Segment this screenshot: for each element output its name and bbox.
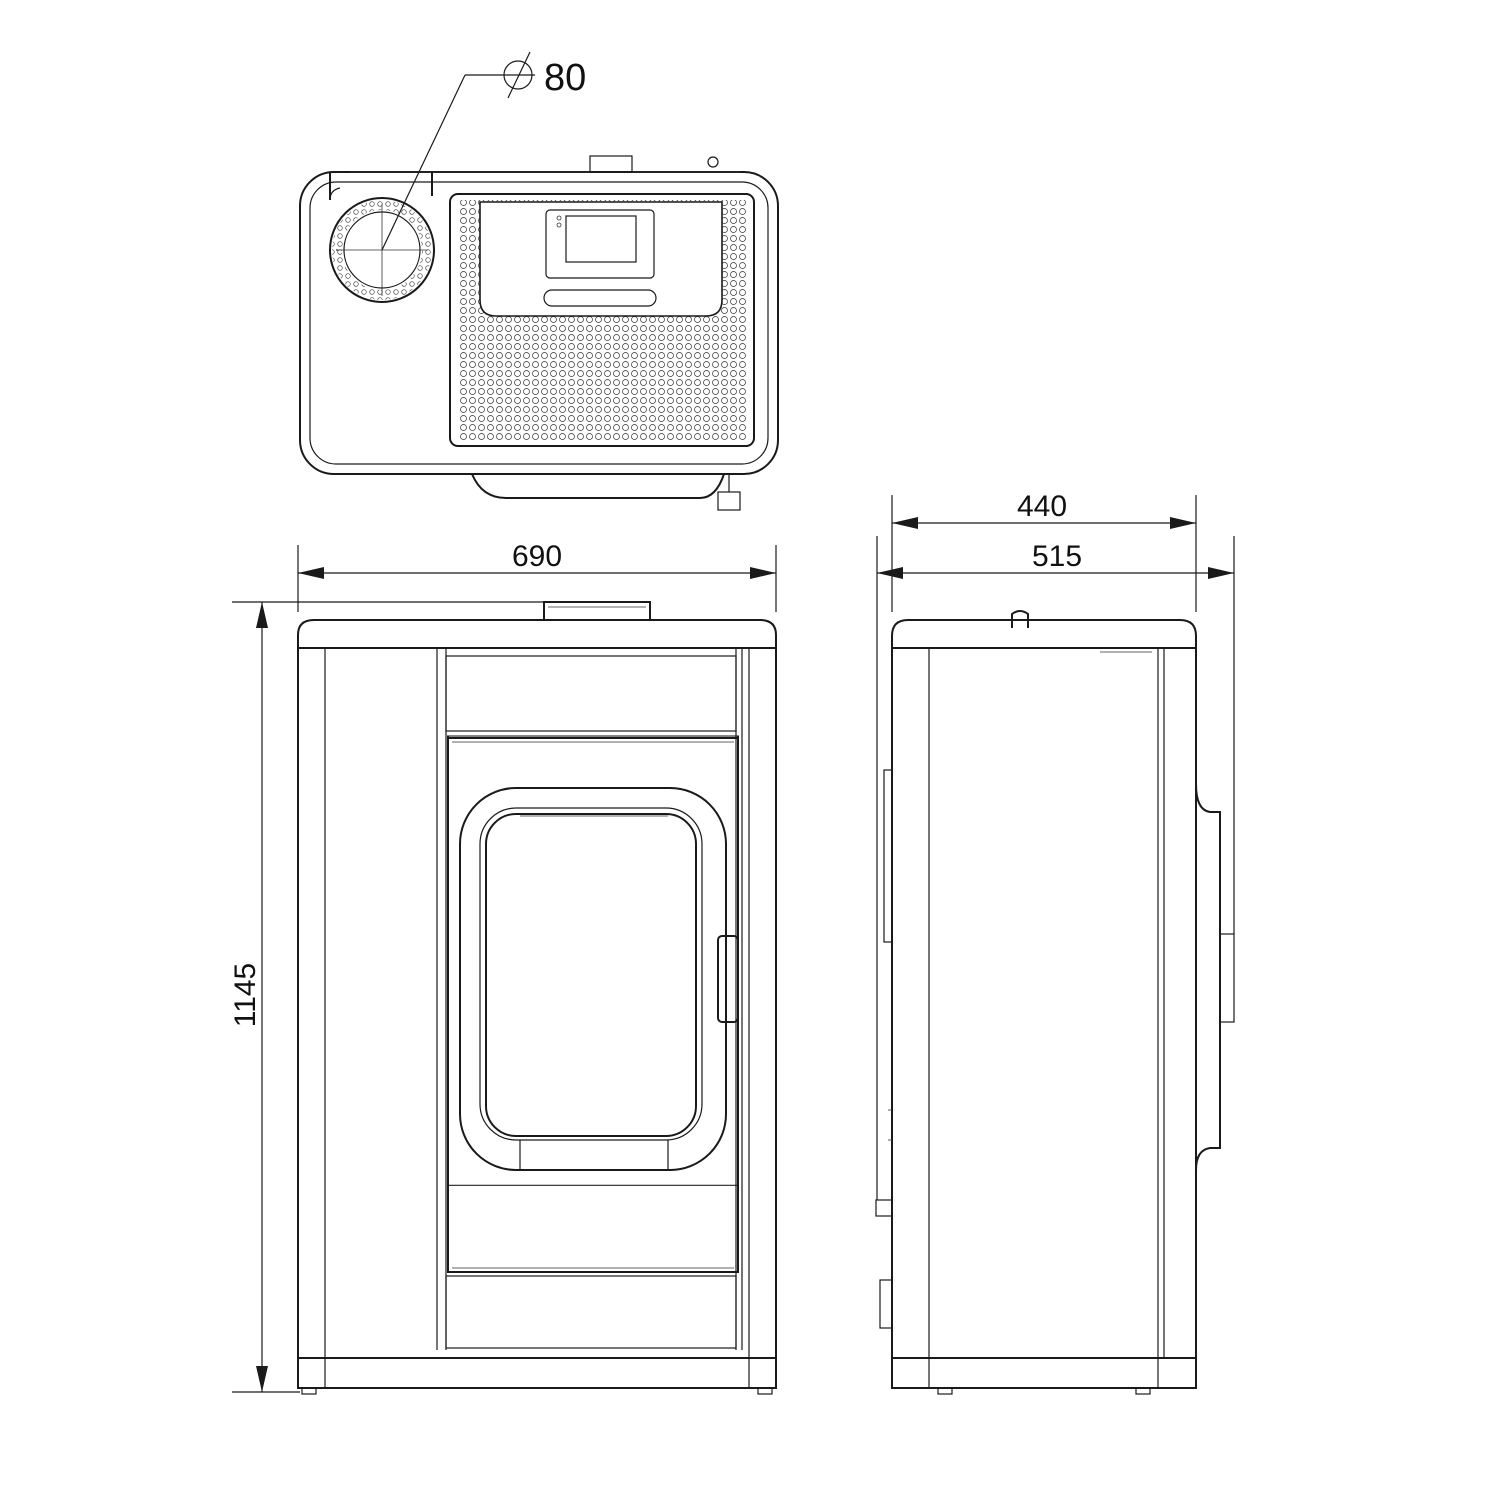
display-bezel	[545, 209, 655, 279]
top-base-bump	[471, 473, 725, 499]
top-grille-frame	[449, 193, 755, 447]
flue-outlet-outer	[329, 197, 435, 303]
height-label: 1145	[229, 963, 262, 1028]
front-width-dimension: 690	[297, 540, 777, 612]
door-glass-frame-inner	[479, 807, 703, 1141]
top-flue-stub	[589, 155, 633, 173]
front-foot-right	[757, 1387, 773, 1395]
front-flue-stub	[543, 601, 651, 621]
top-side-knob	[717, 491, 741, 511]
side-front-rail	[883, 769, 893, 943]
side-foot-rear	[1135, 1387, 1151, 1395]
top-view	[299, 155, 779, 511]
side-body	[891, 647, 1197, 1359]
front-base	[297, 1357, 777, 1389]
side-front-block	[879, 1279, 893, 1329]
side-depth-outer-dimension: 515	[876, 536, 1235, 1200]
side-rear-connector	[1219, 933, 1235, 1023]
top-control-cover	[479, 201, 723, 317]
flue-diameter-callout: 80	[381, 51, 586, 251]
door-glass	[485, 813, 697, 1137]
door-glass-frame	[459, 787, 727, 1171]
side-top-cap	[891, 619, 1197, 649]
callout-leader	[381, 74, 466, 251]
side-top-knob	[1011, 610, 1029, 628]
side-rear-bulge	[1195, 783, 1221, 1171]
front-foot-left	[301, 1387, 317, 1395]
front-width-label: 690	[512, 540, 562, 573]
side-depth-inner-label: 440	[1017, 490, 1067, 523]
front-body	[297, 647, 777, 1359]
front-lower-panel	[445, 1275, 737, 1349]
side-front-knob	[875, 1199, 893, 1217]
flue-diameter-label: 80	[544, 57, 586, 99]
side-view	[875, 610, 1235, 1395]
display-screen	[565, 215, 637, 263]
side-depth-inner-dimension: 440	[891, 490, 1197, 612]
top-knob	[707, 156, 719, 168]
front-top-cap	[297, 619, 777, 649]
door-handle	[717, 935, 739, 1023]
top-handle-slot	[543, 289, 657, 307]
height-dimension: 1145	[229, 601, 544, 1393]
front-upper-panel	[445, 655, 737, 732]
top-view-inner-outline	[309, 181, 769, 465]
side-base	[891, 1357, 1197, 1389]
front-view	[297, 601, 777, 1395]
front-door-outline	[447, 737, 739, 1273]
side-depth-outer-label: 515	[1032, 540, 1082, 573]
side-foot-front	[937, 1387, 953, 1395]
